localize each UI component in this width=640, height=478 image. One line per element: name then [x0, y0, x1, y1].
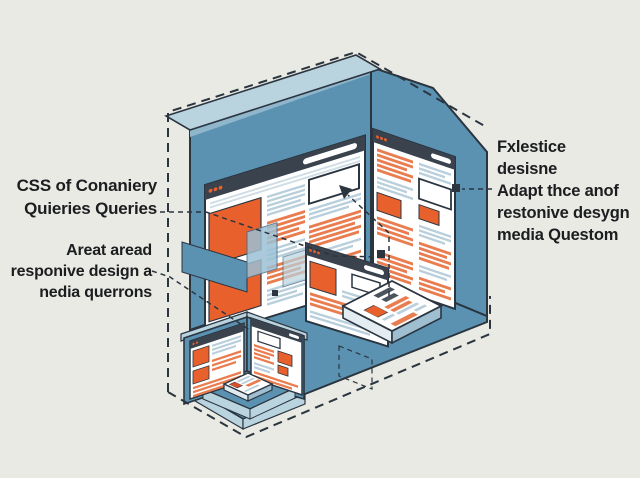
traffic-light-dots-icon	[309, 248, 320, 255]
mini-floor-strip	[249, 387, 296, 420]
browser-header	[251, 318, 302, 343]
search-bar-icon	[364, 265, 384, 276]
image-block	[418, 203, 440, 227]
search-bar-icon	[289, 333, 299, 339]
label-line: CSS of Conaniery	[16, 176, 158, 195]
mini-left-screen	[189, 322, 245, 400]
blue-parapet	[181, 241, 248, 293]
image-block	[277, 364, 289, 377]
label-line: Quieries Queries	[24, 199, 157, 218]
image-block	[192, 365, 210, 385]
image-block	[277, 350, 293, 368]
dashed-ghost-slab	[338, 345, 373, 390]
label-line: restonive desygn	[497, 204, 630, 222]
dashed-bounding-box	[167, 50, 491, 439]
mini-room	[180, 311, 308, 420]
top-slab	[164, 54, 382, 131]
label-line: responive design a	[10, 263, 153, 280]
traffic-light-dots-icon	[192, 341, 199, 346]
phone-icon	[222, 372, 274, 402]
marker-square	[377, 250, 385, 258]
label-line: desisne	[497, 160, 558, 178]
marker-square	[272, 290, 278, 296]
hero-outline-box	[257, 330, 281, 350]
label-line: Areat aread	[66, 242, 152, 259]
hero-outline-box	[418, 177, 452, 211]
flat-tablet-icon	[341, 279, 443, 345]
image-block	[228, 381, 244, 389]
leader-line-media	[151, 270, 252, 332]
traffic-light-dots-icon	[208, 185, 223, 193]
label-line: nedia querrons	[39, 284, 152, 301]
label-responsive-design: Areat aread responive design a nedia que…	[0, 240, 153, 303]
leader-line-queries	[160, 211, 381, 258]
label-flexible-design: Fxlestice desisne Adapt thce anof reston…	[497, 136, 637, 246]
label-css-media-queries: CSS of Conaniery Quieries Queries	[0, 174, 158, 220]
search-bar-icon	[431, 153, 451, 164]
browser-header	[205, 135, 365, 200]
marker-square	[452, 184, 460, 192]
label-line: media Questom	[497, 226, 619, 244]
browser-header	[306, 243, 388, 281]
dashed-arrow-icon	[339, 185, 352, 199]
label-line: Fxlestice	[497, 138, 566, 156]
image-block	[376, 191, 402, 220]
image-block	[192, 345, 210, 368]
browser-header	[190, 323, 244, 349]
tablet-browser-window	[372, 127, 456, 311]
traffic-light-dots-icon	[376, 135, 387, 142]
search-bar-icon	[303, 143, 357, 165]
leader-lines	[151, 188, 492, 332]
hero-outline-box	[308, 162, 360, 206]
image-block	[309, 260, 337, 296]
leader-line-adapt	[347, 194, 390, 296]
label-line: Adapt thce anof	[497, 182, 619, 200]
ghost-pane	[246, 222, 278, 279]
mini-right-screen	[250, 317, 303, 396]
image-block	[363, 304, 389, 318]
browser-header	[373, 129, 455, 170]
